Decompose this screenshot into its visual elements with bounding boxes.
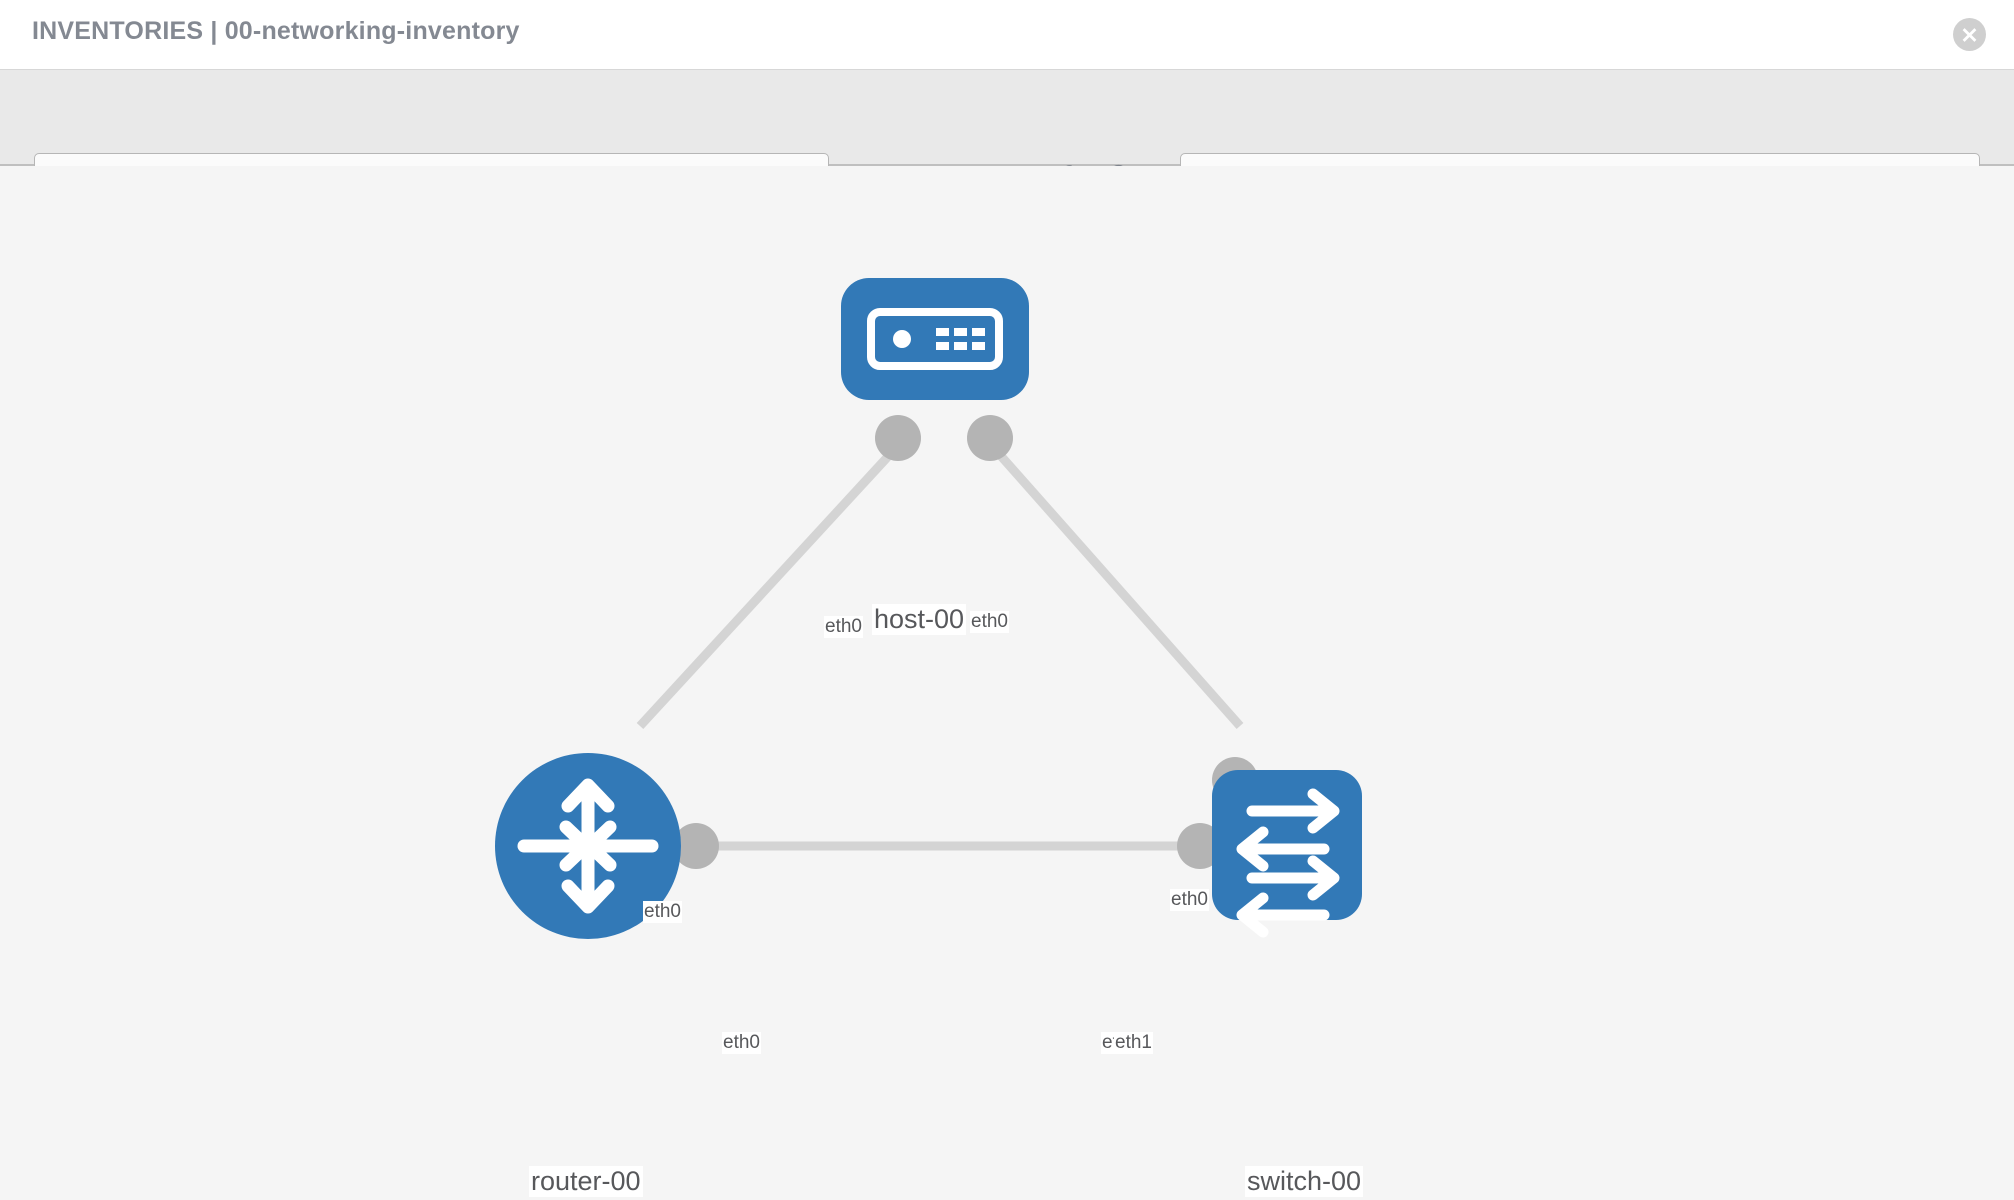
interface-label: eth0 — [824, 616, 863, 638]
endpoint-router00-right — [673, 823, 719, 869]
topology-canvas[interactable]: host-00 router-00 switch-00 eth0 eth0 et… — [0, 166, 2014, 1200]
switch-arrows-icon — [1236, 788, 1340, 938]
endpoint-host00-right — [967, 415, 1013, 461]
node-label-host-00[interactable]: host-00 — [872, 604, 967, 635]
server-icon — [867, 308, 1003, 370]
link-host00-switch00 — [981, 435, 1244, 729]
topology-links — [636, 434, 1244, 851]
close-icon[interactable] — [1953, 18, 1986, 51]
endpoint-switch00-left — [1177, 823, 1223, 869]
interface-label: eth0 — [970, 611, 1009, 633]
node-router-00 — [495, 753, 681, 939]
interface-label: eth0 — [722, 1032, 761, 1054]
toolbar: ACTIONS SEARCH — [0, 70, 2014, 201]
interface-label: eth0 — [1170, 889, 1209, 911]
node-label-switch-00[interactable]: switch-00 — [1245, 1166, 1364, 1197]
node-switch-00 — [1212, 770, 1362, 938]
endpoint-host00-left — [875, 415, 921, 461]
router-arrows-icon — [517, 778, 659, 914]
page-title: INVENTORIES | 00-networking-inventory — [32, 17, 520, 45]
node-label-router-00[interactable]: router-00 — [529, 1166, 643, 1197]
link-host00-router00 — [636, 434, 909, 730]
page-header: INVENTORIES | 00-networking-inventory — [0, 0, 2014, 70]
topology-graph — [495, 278, 1362, 939]
interface-label: eth1 — [1114, 1032, 1153, 1054]
interface-label: eth0 — [643, 901, 682, 923]
node-host-00 — [841, 278, 1029, 400]
